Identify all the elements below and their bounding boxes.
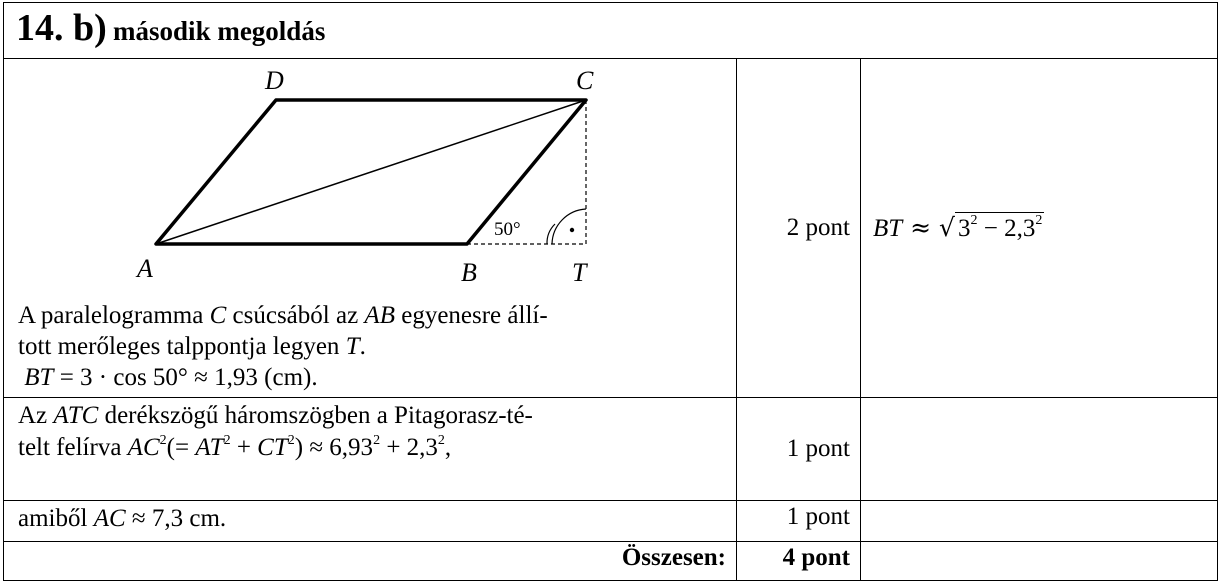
diagonal-ac [155, 99, 587, 245]
step2-line1: Az ATC derékszögű háromszögben a Pitagor… [18, 400, 736, 432]
result-ac: AC [93, 505, 126, 532]
angle-arc-50 [546, 223, 556, 245]
comment-approx: ≈ [902, 212, 940, 242]
step1-line1: A paralelogramma C csúcsából az AB egyen… [18, 300, 718, 331]
step3-text: amiből AC ≈ 7,3 cm. [3, 500, 737, 542]
task-number: 14. b) [16, 7, 107, 49]
step1-after: egyenesre állí- [394, 302, 548, 329]
total-comment [860, 541, 1218, 581]
step2-line2-prefix: telt felírva [18, 434, 128, 461]
triangle-atc: ATC [53, 402, 99, 429]
var-at: AT [195, 434, 224, 461]
formula-bt: BT [24, 364, 54, 391]
eq-open: (= [166, 434, 196, 461]
sqrt-sign: √ [939, 212, 955, 242]
step2-suffix: derékszögű háromszögben a Pitagorasz-té- [98, 402, 533, 429]
formula-expr: = 3 · cos 50° ≈ 1,93 (cm). [53, 364, 318, 391]
solution-table: 14. b) második megoldás D C A B T [3, 2, 1218, 581]
step3-points: 1 pont [736, 500, 861, 542]
step2-line2: telt felírva AC2(= AT2 + CT2) ≈ 6,932 + … [18, 432, 452, 461]
step1-line2: tott merőleges talppontja legyen T. [18, 331, 718, 362]
step2-comment [860, 397, 1218, 501]
eq-close: ) ≈ 6,93 [294, 434, 374, 461]
figure-cell: D C A B T 50° A paralelogramma C csúcsáb… [3, 58, 737, 398]
eq-tail: + 2,3 [380, 434, 438, 461]
solution-sheet: 14. b) második megoldás D C A B T [3, 2, 1218, 581]
step2-prefix: Az [18, 402, 54, 429]
step2-text: Az ATC derékszögű háromszögben a Pitagor… [3, 397, 737, 501]
task-subtitle: második megoldás [113, 16, 326, 46]
eq-plus: + [230, 434, 258, 461]
radicand-a: 3 [957, 214, 971, 242]
step1-line2-suffix: . [359, 333, 366, 360]
step1-points: 2 pont [736, 58, 861, 398]
var-ac: AC [127, 434, 160, 461]
eq-end: , [444, 434, 452, 461]
label-c: C [576, 66, 594, 95]
label-t: T [572, 258, 588, 287]
line-ab: AB [364, 302, 395, 329]
step3-prefix: amiből [18, 505, 94, 532]
step1-mid: csúcsából az [226, 302, 365, 329]
task-header: 14. b) második megoldás [3, 2, 1218, 59]
comment-bt: BT [873, 214, 903, 242]
step1-text: A paralelogramma C csúcsából az AB egyen… [18, 300, 718, 393]
step1-prefix: A paralelogramma [18, 302, 210, 329]
label-d: D [264, 66, 284, 95]
radicand-b: − 2,3 [977, 214, 1036, 242]
sqrt-expression: √32 − 2,32 [939, 211, 1045, 242]
vertex-c: C [209, 302, 227, 329]
right-angle-arc [551, 208, 587, 245]
foot-t: T [345, 333, 360, 360]
total-label: Összesen: [3, 541, 737, 581]
step3-comment [860, 500, 1218, 542]
angle-label: 50° [494, 219, 521, 240]
step1-comment: BT ≈ √32 − 2,32 [860, 58, 1218, 398]
parallelogram-figure: D C A B T 50° [135, 66, 594, 287]
right-angle-dot [569, 227, 575, 233]
label-b: B [461, 258, 477, 287]
result-value: ≈ 7,3 cm. [125, 505, 227, 532]
var-ct: CT [257, 434, 288, 461]
step1-line2-prefix: tott merőleges talppontja legyen [18, 333, 346, 360]
label-a: A [135, 254, 153, 283]
step2-points: 1 pont [736, 397, 861, 501]
step1-formula: BT = 3 · cos 50° ≈ 1,93 (cm). [18, 362, 718, 393]
total-points: 4 pont [736, 541, 861, 581]
